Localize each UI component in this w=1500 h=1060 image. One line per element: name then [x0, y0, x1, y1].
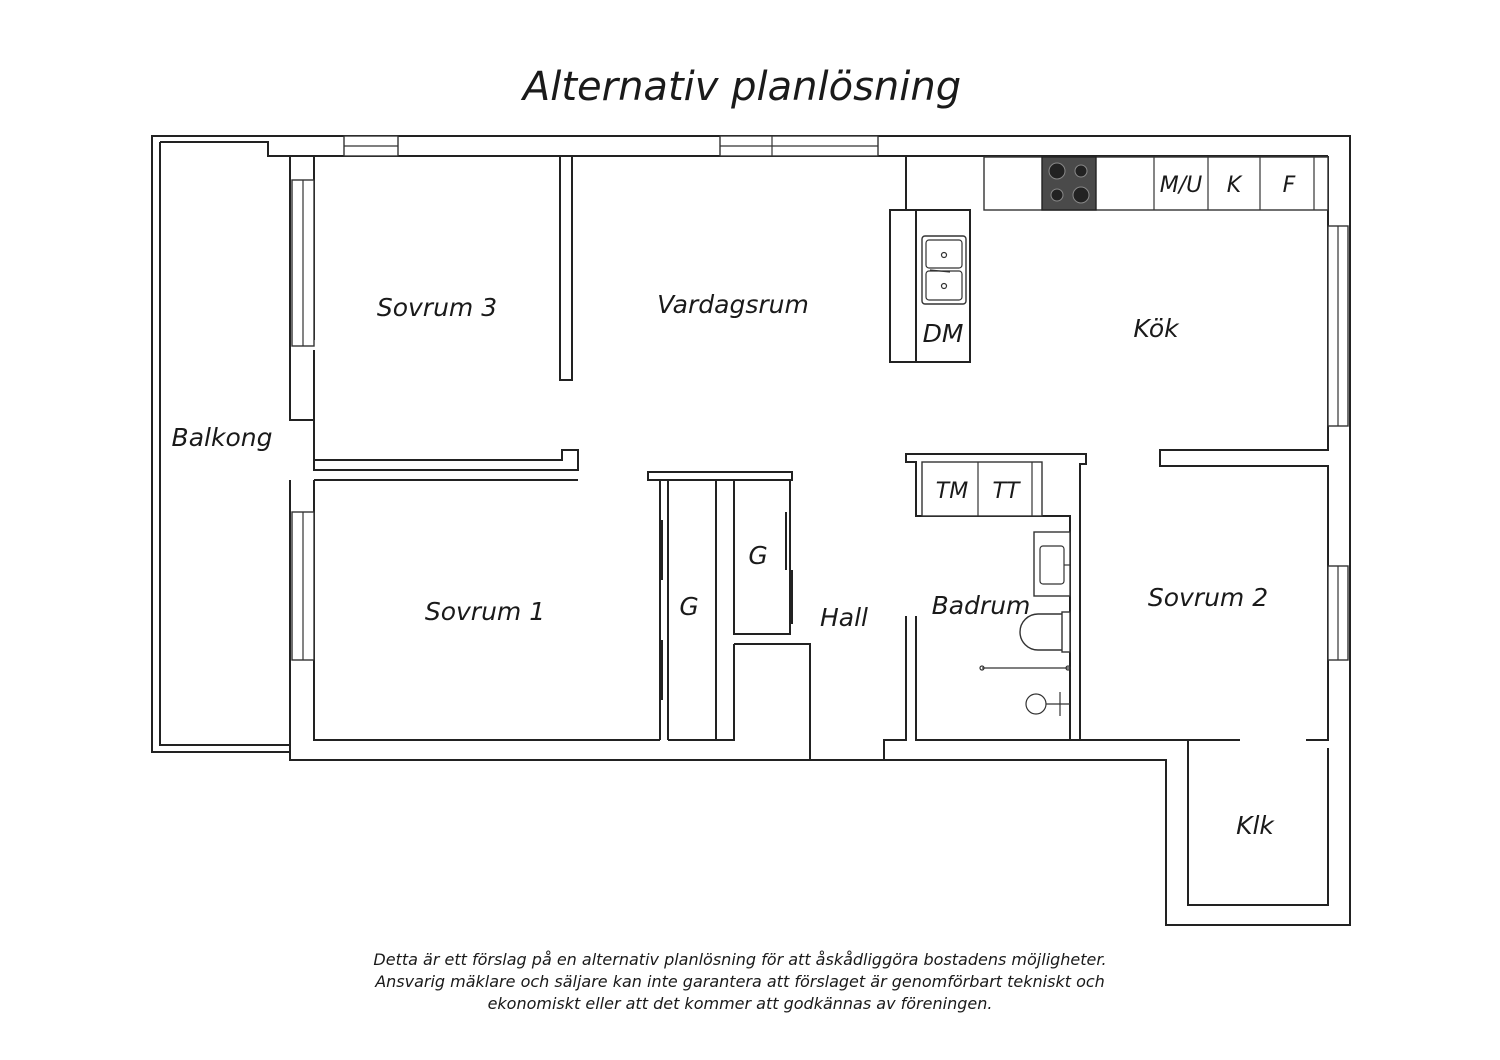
interior-walls: [313, 156, 1240, 760]
wardrobe-doors: [661, 512, 793, 700]
toilet-icon: [1019, 611, 1071, 653]
room-label-klk: Klk: [1236, 811, 1275, 840]
appliance-label-k: K: [1227, 173, 1243, 198]
appliance-label-tt: TT: [993, 479, 1021, 504]
outer-walls: [151, 135, 1351, 926]
windows: [291, 135, 1349, 661]
room-label-vardagsrum: Vardagsrum: [657, 290, 809, 319]
room-label-g-2: G: [748, 541, 767, 570]
room-label-dm: DM: [923, 319, 964, 348]
room-label-badrum: Badrum: [932, 591, 1031, 620]
stove-icon: [1041, 156, 1097, 211]
appliance-label-mu: M/U: [1160, 173, 1203, 198]
room-label-hall: Hall: [820, 603, 868, 632]
disclaimer-line-1: Detta är ett förslag på en alternativ pl…: [373, 950, 1106, 969]
shower-icon: [979, 665, 1071, 716]
bathroom-fixtures: [921, 461, 1071, 716]
disclaimer-line-2: Ansvarig mäklare och säljare kan inte ga…: [374, 972, 1105, 991]
disclaimer-line-3: ekonomiskt eller att det kommer att godk…: [488, 994, 993, 1013]
appliance-label-f: F: [1283, 173, 1296, 198]
room-label-sovrum-3: Sovrum 3: [377, 293, 497, 322]
room-label-sovrum-2: Sovrum 2: [1148, 583, 1268, 612]
disclaimer: Detta är ett förslag på en alternativ pl…: [373, 950, 1106, 1013]
plan-title: Alternativ planlösning: [520, 64, 961, 110]
room-label-g-1: G: [679, 592, 698, 621]
room-labels: Balkong Sovrum 3 Vardagsrum Kök DM M/U K…: [172, 173, 1296, 840]
washbasin-icon: [1033, 531, 1071, 597]
room-label-balkong: Balkong: [172, 423, 273, 452]
room-label-kok: Kök: [1133, 314, 1180, 343]
kitchen-sink-icon: [921, 235, 967, 305]
kitchen-counter: [983, 156, 1329, 211]
appliance-label-tm: TM: [936, 479, 968, 504]
room-label-sovrum-1: Sovrum 1: [425, 597, 545, 626]
